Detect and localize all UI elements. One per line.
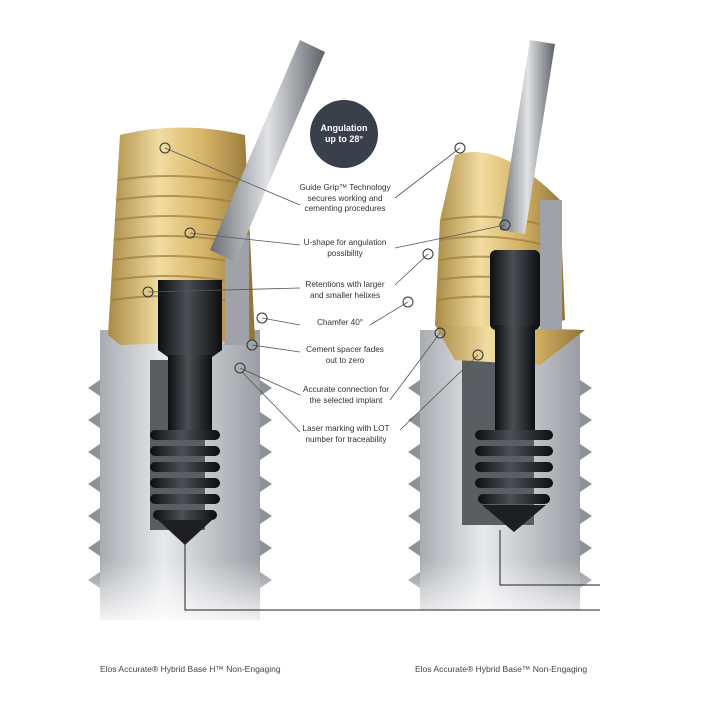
- right-cement-spacer: [540, 200, 562, 330]
- caption-right: Elos Accurate® Hybrid Base™ Non-Engaging: [415, 664, 588, 674]
- right-screw-head: [490, 250, 540, 330]
- left-screw-head: [158, 280, 222, 360]
- left-screw-thread: [150, 430, 220, 520]
- caption-left: Elos Accurate® Hybrid Base H™ Non-Engagi…: [100, 664, 281, 674]
- right-implant-threads: [408, 380, 592, 588]
- right-screw-tip: [482, 505, 546, 532]
- callout-cement-spacer: Cement spacer fades out to zero: [306, 345, 384, 365]
- leader-lines: [147, 147, 506, 433]
- right-screw-shaft: [495, 325, 535, 435]
- left-screw-tip: [158, 520, 212, 545]
- callout-retentions: Retentions with larger and smaller helix…: [305, 280, 385, 300]
- callout-chamfer: Chamfer 40°: [316, 318, 364, 327]
- bracket-lines: [184, 530, 600, 611]
- right-driver-rod: [500, 40, 555, 234]
- callout-markers: [142, 142, 511, 374]
- left-implant-fade: [80, 560, 280, 630]
- callout-laser-marking: Laser marking with LOT number for tracea…: [302, 424, 390, 444]
- angulation-badge: Angulation up to 28°: [310, 100, 378, 168]
- callout-u-shape: U-shape for angulation possibility: [303, 238, 387, 258]
- left-implant-threads: [88, 380, 272, 588]
- callout-accurate-connection: Accurate connection for the selected imp…: [302, 385, 390, 405]
- left-implant: [80, 40, 325, 630]
- left-driver-rod: [210, 40, 325, 262]
- right-screw-thread: [475, 430, 553, 504]
- left-screw-shaft: [168, 355, 212, 435]
- callout-guide-grip: Guide Grip™ Technology secures working a…: [299, 183, 391, 213]
